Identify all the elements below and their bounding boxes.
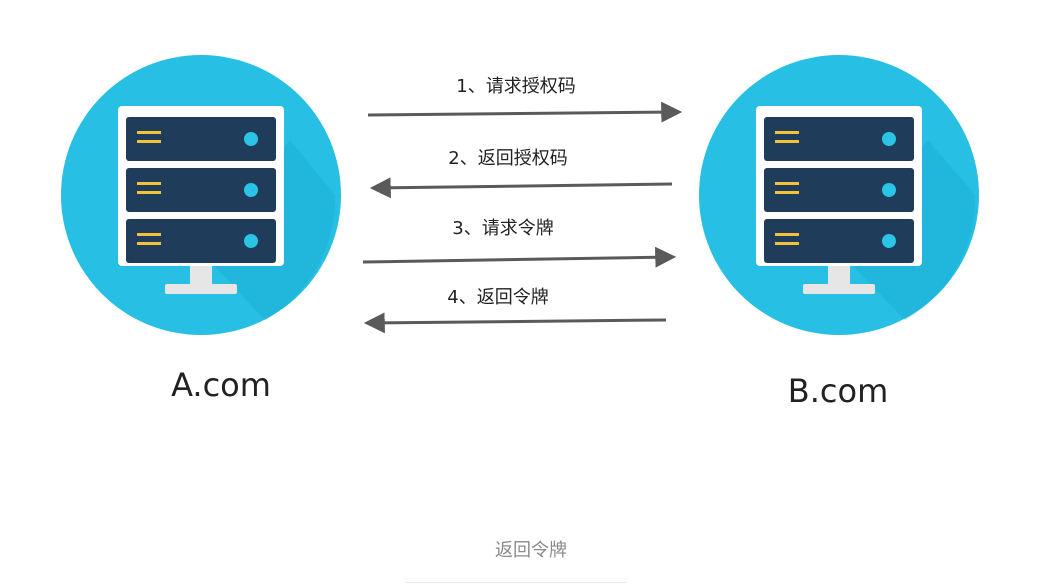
step-2-label: 2、返回授权码 xyxy=(448,148,567,169)
caption-divider xyxy=(406,582,626,583)
server-b-neck xyxy=(828,266,850,284)
server-a-unit-1 xyxy=(126,117,276,161)
server-a-unit-3 xyxy=(126,219,276,263)
server-b-unit-1 xyxy=(764,117,914,161)
server-b-unit-2 xyxy=(764,168,914,212)
arrow-step-2 xyxy=(369,177,673,199)
server-a-unit-2 xyxy=(126,168,276,212)
server-a-stand xyxy=(165,284,237,294)
arrow-step-4 xyxy=(363,312,667,334)
server-b-label: B.com xyxy=(788,372,888,410)
server-a-label: A.com xyxy=(171,366,271,404)
server-a-icon xyxy=(61,55,341,335)
arrow-step-3 xyxy=(362,246,677,268)
server-a-neck xyxy=(190,266,212,284)
step-4-label: 4、返回令牌 xyxy=(447,287,548,308)
step-1-label: 1、请求授权码 xyxy=(456,76,575,97)
server-b-stand xyxy=(803,284,875,294)
figure-caption: 返回令牌 xyxy=(495,540,567,561)
arrow-step-1 xyxy=(367,101,683,123)
step-3-label: 3、请求令牌 xyxy=(452,218,553,239)
server-b-unit-3 xyxy=(764,219,914,263)
server-b-icon xyxy=(699,55,979,335)
